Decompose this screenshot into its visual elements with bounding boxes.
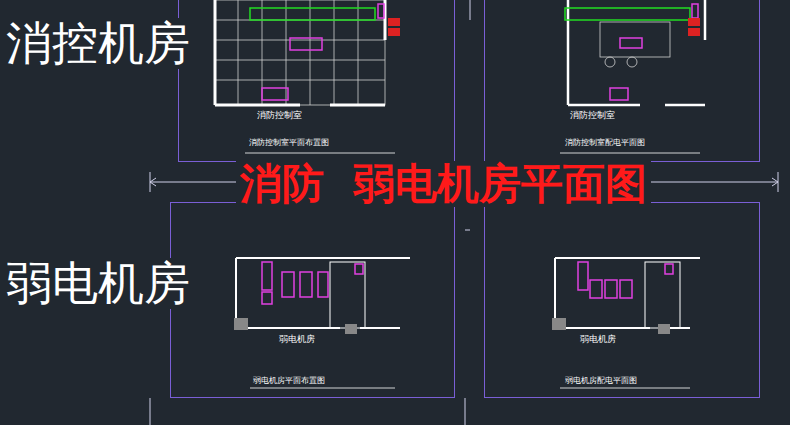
drawing-title: 消防控制室配电平面图 (565, 139, 645, 148)
main-title: 消防 弱电机房平面图 (236, 161, 651, 207)
room-label: 消控机房 (4, 18, 192, 69)
drawing-sheet: 弱电机房弱电机房配电平面图 (484, 202, 760, 398)
room-label: 弱电机房 (4, 258, 192, 309)
drawing-title: 弱电机房平面布置图 (253, 377, 325, 386)
drawing-title: 弱电机房配电平面图 (565, 377, 637, 386)
drawing-sheet: 消防控制室消防控制室平面布置图 (178, 0, 455, 162)
room-name: 消防控制室 (257, 111, 302, 121)
drawing-sheet: 消防控制室消防控制室配电平面图 (484, 0, 760, 162)
room-name: 消防控制室 (570, 111, 615, 121)
drawing-title: 消防控制室平面布置图 (249, 139, 329, 148)
drawing-sheet: 弱电机房弱电机房平面布置图 (170, 202, 455, 398)
room-name: 弱电机房 (580, 335, 616, 345)
room-name: 弱电机房 (279, 335, 315, 345)
